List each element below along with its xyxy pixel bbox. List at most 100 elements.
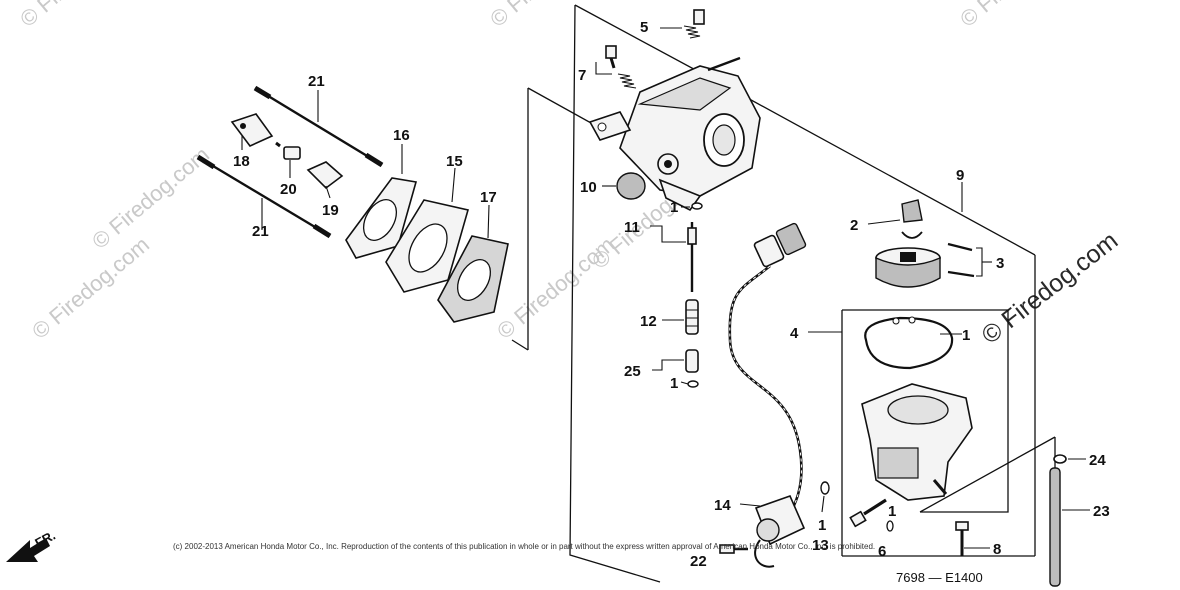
o-ring — [820, 481, 830, 495]
float-chamber-box — [842, 309, 1009, 513]
callout-13: 13 — [812, 537, 829, 554]
float-part — [616, 172, 646, 200]
front-direction-indicator: FR. — [6, 528, 58, 562]
spring — [683, 25, 701, 39]
watermark-text: © Firedog.com — [955, 0, 1082, 32]
stud-bolt-upper — [254, 86, 383, 167]
callout-10: 10 — [580, 179, 597, 196]
carburetor-frame — [741, 94, 1036, 256]
needle-head — [687, 227, 697, 245]
watermark-text: © Firedog.com — [15, 0, 142, 32]
solenoid-wire — [728, 264, 803, 521]
connector-plug — [775, 222, 807, 256]
callout-11: 11 — [624, 219, 640, 236]
bracket-hole — [240, 123, 246, 129]
diagram-code: 7698 — E1400 — [896, 570, 983, 585]
gasket-tab — [908, 316, 916, 324]
knob-drum-side — [875, 256, 941, 288]
carburetor-base — [658, 178, 702, 212]
callout-leader — [650, 225, 686, 243]
callout-1: 1 — [962, 327, 970, 344]
callout-24: 24 — [1089, 452, 1106, 469]
callout-5: 5 — [640, 19, 648, 36]
callout-leader — [652, 359, 684, 371]
bolt-shank — [275, 141, 281, 148]
callout-leader — [325, 185, 331, 199]
callout-leader — [487, 204, 490, 239]
carburetor-assembly: 5 7 10 1 11 12 25 1 — [578, 9, 761, 392]
callout-15: 15 — [446, 153, 463, 170]
gasket-port — [362, 199, 398, 241]
callout-leader — [451, 167, 456, 203]
cap-part — [901, 199, 923, 223]
drain-tube-group: 24 23 — [919, 436, 1110, 587]
front-arrow-icon — [6, 538, 50, 562]
venturi-inner — [712, 124, 736, 156]
float-bowl-cavity — [887, 395, 949, 425]
flange-bolt-part — [283, 146, 301, 160]
frame-line — [511, 339, 529, 351]
callout-9: 9 — [956, 167, 964, 184]
slow-jet-part — [685, 349, 699, 373]
frame-line — [527, 87, 601, 129]
clip-part — [306, 161, 344, 190]
callout-2: 2 — [850, 217, 858, 234]
solenoid-lead — [754, 539, 775, 568]
callout-17: 17 — [480, 189, 497, 206]
carburetor-top-plate — [637, 77, 732, 111]
callout-18: 18 — [233, 153, 250, 170]
stud-thread-end — [253, 85, 272, 100]
pin-part — [947, 270, 975, 278]
tube-clip — [1053, 454, 1067, 464]
screw-head — [955, 521, 969, 531]
o-ring — [886, 520, 894, 532]
spring — [617, 73, 637, 89]
watermark-text-large: © Firedog.com — [976, 227, 1123, 350]
callout-4: 4 — [790, 325, 799, 342]
callout-22: 22 — [690, 553, 707, 570]
gasket-port — [456, 259, 492, 301]
carburetor-frame — [569, 4, 661, 583]
knob-slot — [900, 252, 916, 262]
intake-parts-group: 21 21 18 20 19 16 15 17 — [196, 73, 509, 323]
copyright-notice: (c) 2002-2013 American Honda Motor Co., … — [173, 542, 875, 551]
insulator-port — [408, 223, 448, 273]
bracket-part — [230, 113, 274, 147]
float-chamber-group: 2 3 4 1 9 6 1 8 — [790, 167, 1036, 560]
callout-19: 19 — [322, 202, 339, 219]
callout-1: 1 — [670, 375, 678, 392]
solenoid-coil — [756, 518, 780, 542]
watermark-text: © Firedog.com — [27, 232, 154, 344]
callout-16: 16 — [393, 127, 410, 144]
callout-7: 7 — [578, 67, 586, 84]
callout-1: 1 — [818, 517, 826, 534]
bolt-shank — [863, 498, 887, 516]
choke-shaft — [707, 56, 741, 72]
callout-6: 6 — [878, 543, 886, 560]
tube-frame — [919, 436, 1056, 513]
watermark-text: © Firedog.com — [485, 0, 612, 32]
cap-clip — [901, 231, 923, 239]
o-ring — [687, 380, 699, 388]
lever-pivot — [597, 122, 607, 132]
wire-sleeve-pattern — [729, 265, 802, 521]
watermark-text: © Firedog.com — [87, 142, 214, 254]
tube-part — [1049, 467, 1061, 587]
callout-21: 21 — [252, 223, 269, 240]
stud-thread-end — [364, 152, 384, 168]
pin-part — [947, 242, 973, 252]
screw-shank — [609, 57, 616, 69]
screw-head — [693, 9, 705, 25]
stud-thread-end — [196, 154, 216, 170]
callout-20: 20 — [280, 181, 297, 198]
drain-tube — [932, 479, 948, 495]
main-jet-part — [685, 299, 699, 335]
stud-thread-end — [312, 223, 332, 239]
gasket-tab — [892, 317, 900, 325]
callout-1: 1 — [670, 199, 678, 216]
callout-8: 8 — [993, 541, 1001, 558]
throttle-lever — [588, 111, 632, 141]
connector-plug — [753, 234, 785, 268]
